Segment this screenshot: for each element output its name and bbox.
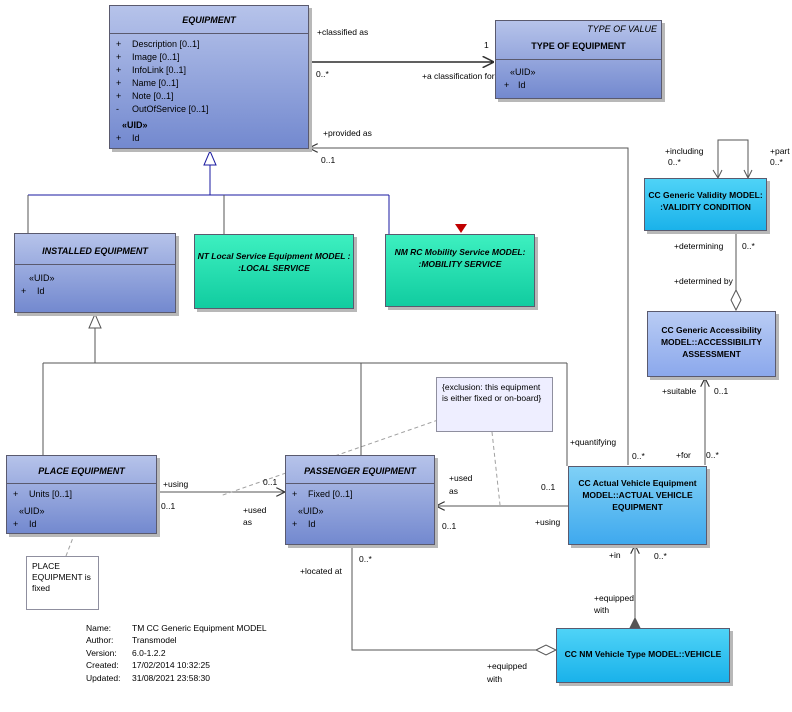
label-suitable: +suitable: [662, 386, 697, 396]
meta-updated: 31/08/2021 23:58:30: [132, 672, 210, 683]
label-part: +part: [770, 146, 790, 156]
meta-author: Transmodel: [132, 635, 177, 646]
validity-self-association: [717, 139, 749, 178]
meta-version: 6.0-1.2.2: [132, 647, 166, 658]
provided-as-association: [309, 148, 629, 465]
attr-name: Name [0..1]: [132, 78, 179, 88]
place-equipment-class[interactable]: PLACE EQUIPMENT + Units [0..1] «UID» + I…: [6, 455, 157, 534]
label-mult-equipment: 0..*: [316, 69, 329, 79]
label-classified-as: +classified as: [317, 27, 369, 37]
passenger-equipment-class[interactable]: PASSENGER EQUIPMENT + Fixed [0..1] «UID»…: [285, 455, 435, 545]
label-using-actual: +using: [535, 517, 561, 527]
passenger-equipment-title: PASSENGER EQUIPMENT: [304, 466, 416, 476]
vehicle-class[interactable]: CC NM Vehicle Type MODEL::VEHICLE: [556, 628, 730, 683]
attr-fixed: Fixed [0..1]: [308, 489, 353, 499]
label-mult-1: 1: [484, 40, 489, 50]
installed-equipment-class[interactable]: INSTALLED EQUIPMENT «UID» + Id: [14, 233, 176, 313]
place-fixed-note[interactable]: PLACE EQUIPMENT is fixed: [26, 556, 99, 610]
meta-name: TM CC Generic Equipment MODEL: [132, 623, 267, 633]
type-of-equipment-title: TYPE OF EQUIPMENT: [531, 41, 626, 51]
label-provided-as: +provided as: [323, 128, 372, 138]
label-equipped-with-bottom: +equipped: [487, 661, 527, 671]
equipment-title: EQUIPMENT: [182, 15, 236, 25]
label-used-as-actual: +used: [449, 473, 473, 483]
validity-condition-class[interactable]: CC Generic Validity MODEL: :VALIDITY CON…: [644, 178, 767, 231]
local-service-class[interactable]: NT Local Service Equipment MODEL : :LOCA…: [194, 234, 354, 309]
attr-id: Id: [132, 133, 140, 143]
installed-generalization: [42, 312, 568, 466]
meta-created: 17/02/2014 10:32:25: [132, 660, 210, 671]
attr-units: Units [0..1]: [29, 489, 73, 499]
equipment-class[interactable]: EQUIPMENT + Description [0..1] + Image […: [109, 5, 309, 149]
label-located-at: +located at: [300, 566, 342, 576]
label-a-classification-for: +a classification for: [422, 71, 495, 81]
label-mult-provided: 0..1: [321, 155, 336, 165]
place-equipment-title: PLACE EQUIPMENT: [38, 466, 125, 476]
uid-stereotype: «UID»: [122, 120, 148, 130]
equipment-generalization: [27, 149, 390, 234]
label-quantifying: +quantifying: [570, 437, 617, 447]
label-in: +in: [609, 550, 621, 560]
label-determined-by: +determined by: [674, 276, 733, 286]
label-used-as-place: +used: [243, 505, 267, 515]
actual-vehicle-equipment-class[interactable]: CC Actual Vehicle Equipment MODEL::ACTUA…: [568, 466, 707, 545]
accessibility-assessment-class[interactable]: CC Generic Accessibility MODEL::ACCESSIB…: [647, 311, 776, 377]
attr-outofservice: OutOfService [0..1]: [132, 104, 209, 114]
attr-description: Description [0..1]: [132, 39, 200, 49]
type-of-value-stereotype: TYPE OF VALUE: [587, 24, 657, 34]
exclusion-note[interactable]: {exclusion: this equipment is either fix…: [436, 377, 553, 432]
label-using-place: +using: [163, 479, 189, 489]
diagram-metadata: Name:TM CC Generic Equipment MODEL Autho…: [86, 623, 267, 683]
label-including: +including: [665, 146, 704, 156]
red-marker-icon: [455, 224, 467, 233]
label-determining: +determining: [674, 241, 724, 251]
attr-infolink: InfoLink [0..1]: [132, 65, 187, 75]
attr-image: Image [0..1]: [132, 52, 180, 62]
label-equipped-with: +equipped: [594, 593, 634, 603]
located-at-association: [351, 546, 536, 651]
attr-note: Note [0..1]: [132, 91, 174, 101]
type-of-equipment-class[interactable]: TYPE OF VALUE TYPE OF EQUIPMENT «UID» + …: [495, 20, 662, 99]
installed-equipment-title: INSTALLED EQUIPMENT: [42, 246, 148, 256]
mobility-service-class[interactable]: NM RC Mobility Service MODEL: :MOBILITY …: [385, 234, 535, 307]
label-for: +for: [676, 450, 691, 460]
